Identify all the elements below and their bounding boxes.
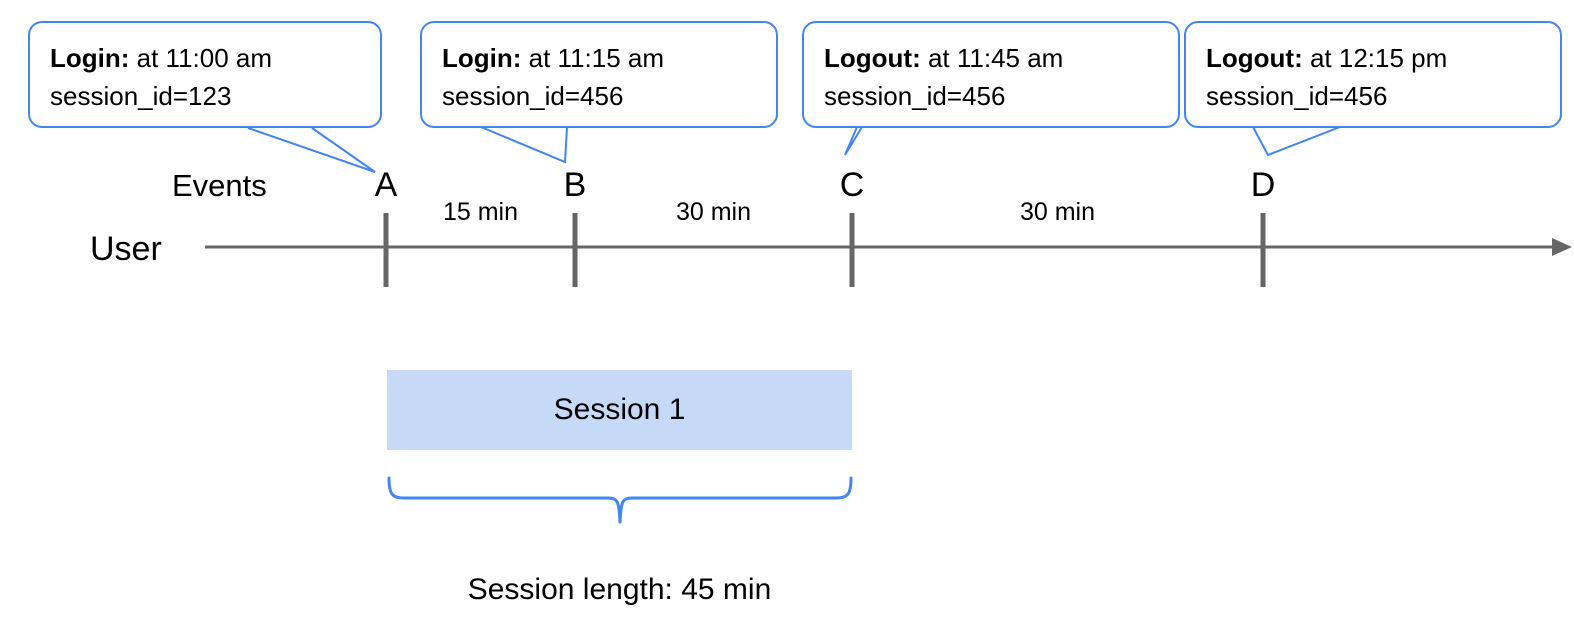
events-row-label: Events: [172, 168, 267, 203]
gap-label-c-d: 30 min: [1019, 198, 1096, 226]
callout-a-time: at 11:00 am: [129, 43, 273, 73]
callout-b-type: Login:: [442, 43, 522, 73]
callout-box-d: Logout: at 12:15 pm session_id=456: [1184, 21, 1562, 128]
callout-d-time: at 12:15 pm: [1302, 43, 1448, 73]
callout-a-line1: Login: at 11:00 am: [50, 39, 362, 77]
callout-d-type: Logout:: [1206, 43, 1303, 73]
callout-box-a: Login: at 11:00 am session_id=123: [28, 21, 382, 128]
session-length-caption: Session length: 45 min: [467, 573, 772, 606]
callout-c-line2: session_id=456: [824, 81, 1006, 111]
timeline-axis-arrowhead: [1552, 238, 1572, 256]
session-bar: Session 1: [387, 370, 852, 450]
callout-c-type: Logout:: [824, 43, 921, 73]
callout-d-line1: Logout: at 12:15 pm: [1206, 39, 1542, 77]
session-span-brace: [387, 476, 853, 524]
callout-box-b: Login: at 11:15 am session_id=456: [420, 21, 778, 128]
callout-c-line1: Logout: at 11:45 am: [824, 39, 1160, 77]
gap-label-b-c: 30 min: [675, 198, 752, 226]
callout-b-line2: session_id=456: [442, 81, 624, 111]
callout-tail-a: [247, 127, 376, 173]
gap-label-a-b: 15 min: [442, 198, 519, 226]
callout-d-line2: session_id=456: [1206, 81, 1388, 111]
callout-tail-d: [1252, 126, 1341, 157]
event-marker-label-c: C: [839, 166, 865, 204]
callout-b-line1: Login: at 11:15 am: [442, 39, 758, 77]
callout-c-time: at 11:45 am: [920, 43, 1064, 73]
callout-box-c: Logout: at 11:45 am session_id=456: [802, 21, 1180, 128]
user-row-label: User: [90, 230, 162, 268]
callout-b-time: at 11:15 am: [521, 43, 665, 73]
event-marker-label-b: B: [563, 166, 587, 204]
callout-tail-b: [480, 126, 568, 164]
session-bar-label: Session 1: [553, 393, 686, 426]
callout-a-line2: session_id=123: [50, 81, 232, 111]
event-marker-label-d: D: [1250, 166, 1276, 204]
callout-tail-c: [844, 126, 863, 156]
event-marker-label-a: A: [374, 166, 398, 204]
callout-a-type: Login:: [50, 43, 130, 73]
